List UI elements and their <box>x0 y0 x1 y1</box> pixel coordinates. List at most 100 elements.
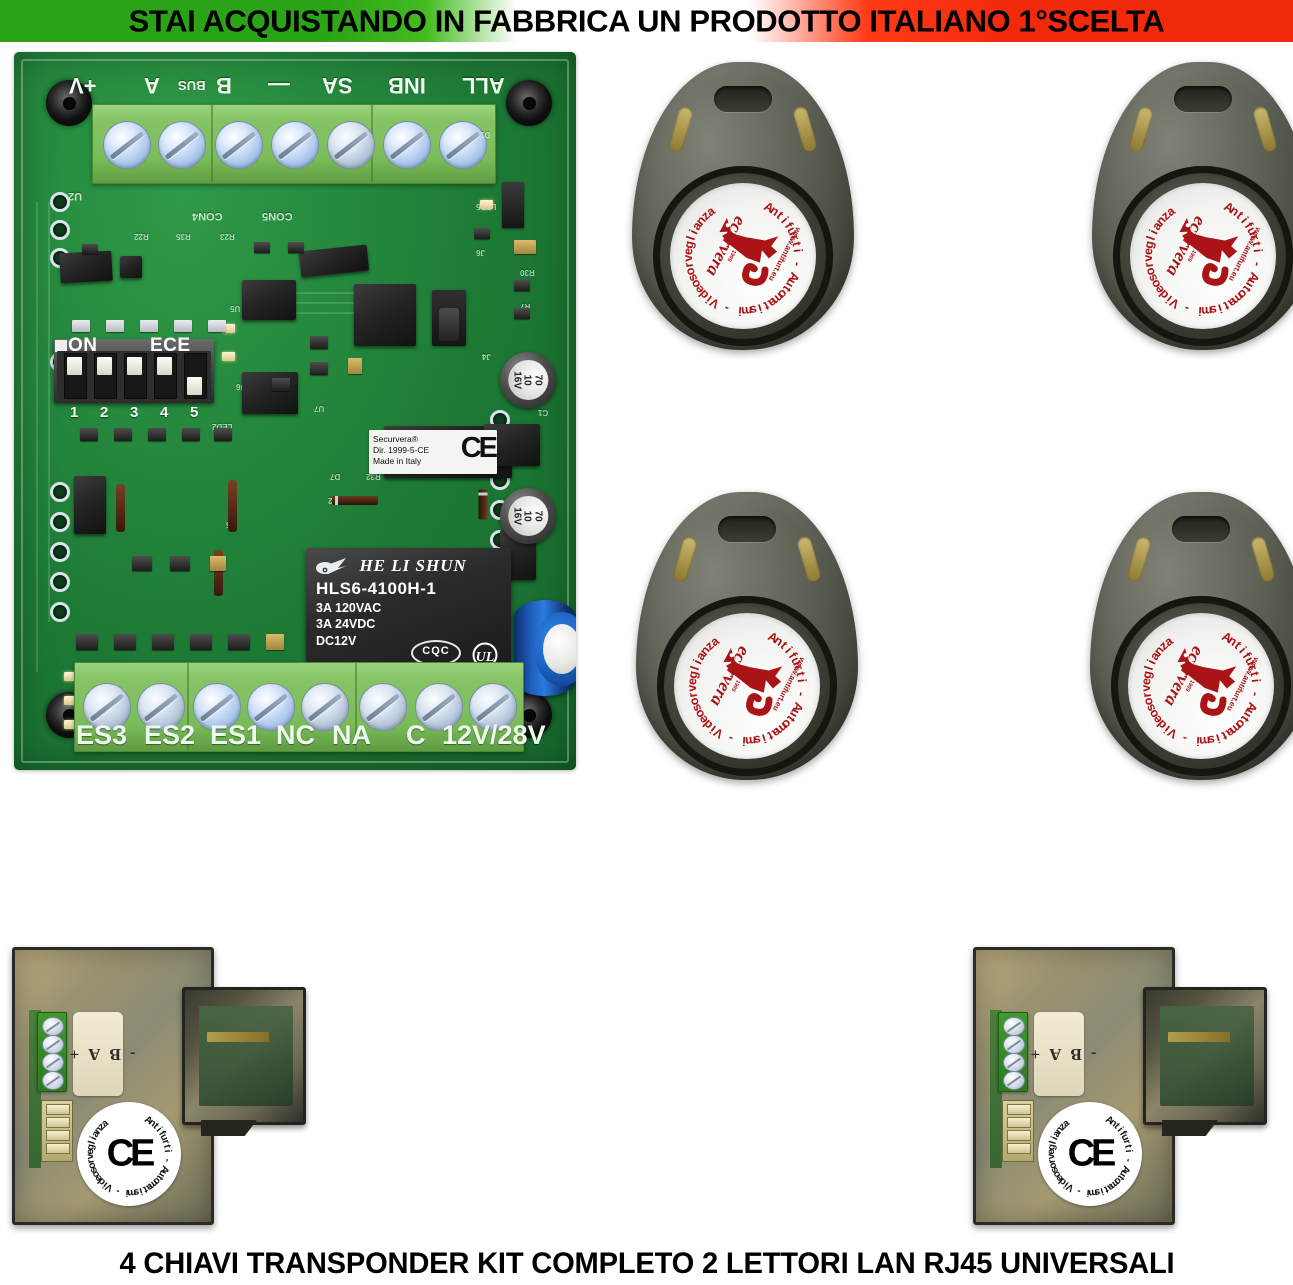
tact-switch[interactable] <box>432 290 466 346</box>
pcb-trace <box>264 312 360 314</box>
dip-switch-5[interactable] <box>184 353 207 399</box>
capacitor-c2-marking: 70 10 16V <box>507 359 549 401</box>
dip-switch-1[interactable] <box>64 353 87 399</box>
ring-text-char <box>1123 1154 1134 1157</box>
relay-spec-ac: 3A 120VAC <box>316 601 382 615</box>
terminal-screw[interactable] <box>439 121 487 169</box>
reader-dip-switch[interactable] <box>1002 1100 1034 1162</box>
smd-resistor <box>106 320 124 332</box>
rj45-latch-tab <box>201 1120 257 1136</box>
reader-dip-3[interactable] <box>46 1130 70 1141</box>
fob-keyring-hole <box>714 86 772 112</box>
product-caption-text: 4 CHIAVI TRANSPONDER KIT COMPLETO 2 LETT… <box>119 1247 1174 1280</box>
terminal-screw[interactable] <box>158 121 206 169</box>
smd-resistor <box>182 428 200 441</box>
reader-dip-2[interactable] <box>46 1117 70 1128</box>
terminal-screw[interactable] <box>271 121 319 169</box>
capacitor-face <box>534 612 576 686</box>
cap-val-2: 10 <box>521 510 533 522</box>
pcb-label-es3: ES3 <box>76 720 128 750</box>
top-terminal-block[interactable] <box>92 104 496 184</box>
pcb-silk-c1: C1 <box>538 408 549 417</box>
terminal-b: B <box>100 1045 121 1064</box>
controller-pcb: ALL INB SA — B BUS A +V U2 CON4 CON5 R22… <box>14 52 576 770</box>
rj45-plug <box>182 987 306 1136</box>
smd-resistor <box>254 242 270 253</box>
ce-mark-icon: CE <box>460 432 498 464</box>
reader-polarity-text: -BA+ <box>1022 1044 1097 1064</box>
cap-val-3: 16V <box>511 371 523 389</box>
pcb-via <box>50 192 70 212</box>
reader-dip-1[interactable] <box>1007 1104 1031 1115</box>
reader-dip-4[interactable] <box>46 1143 70 1154</box>
smd-resistor <box>288 242 304 253</box>
reader-terminal-screw[interactable] <box>42 1071 64 1090</box>
pcb-silk-r22: R22 <box>134 232 149 241</box>
ring-text-char <box>1081 1186 1086 1197</box>
dip-switch-2[interactable] <box>94 353 117 399</box>
reader-dip-switch[interactable] <box>41 1100 73 1162</box>
terminal-screw[interactable] <box>215 121 263 169</box>
terminal-minus: - <box>120 1045 136 1064</box>
ring-text-char: i <box>741 733 747 749</box>
reader-dip-4[interactable] <box>1007 1143 1031 1154</box>
pcb-label-top-a: A <box>144 73 160 98</box>
pcb-label-c: C <box>406 720 426 750</box>
pcb-via <box>50 542 70 562</box>
pcb-label-12v28v: 12V/28V <box>442 720 546 750</box>
terminal-screw[interactable] <box>383 121 431 169</box>
dip-knob <box>127 357 142 375</box>
rj45-plug <box>1143 987 1267 1136</box>
cap-val-2: 10 <box>521 374 533 386</box>
pcb-label-top-bus: BUS <box>178 78 206 93</box>
ring-text-char: - <box>1180 731 1189 746</box>
reader-terminal-screw[interactable] <box>1003 1017 1025 1036</box>
reader-dip-2[interactable] <box>1007 1117 1031 1128</box>
reader-terminal-screw[interactable] <box>42 1017 64 1036</box>
dip-switch-4[interactable] <box>154 353 177 399</box>
terminal-screw[interactable] <box>247 683 295 731</box>
pin-header-j1 <box>502 182 524 228</box>
terminal-screw[interactable] <box>469 683 517 731</box>
pcb-silk-r35: R35 <box>176 232 191 241</box>
reader-dip-1[interactable] <box>46 1104 70 1115</box>
pcb-trace <box>36 202 38 672</box>
terminal-screw[interactable] <box>83 683 131 731</box>
terminal-screw[interactable] <box>359 683 407 731</box>
pcb-silk-u2: U2 <box>68 190 83 202</box>
smd-resistor <box>514 280 530 291</box>
ring-text-char: - <box>1182 301 1191 316</box>
terminal-screw[interactable] <box>137 683 185 731</box>
terminal-screw[interactable] <box>327 121 375 169</box>
pcb-trace <box>48 202 50 622</box>
terminal-screw[interactable] <box>193 683 241 731</box>
terminal-screw[interactable] <box>415 683 463 731</box>
terminal-screw[interactable] <box>301 683 349 731</box>
smd-capacitor <box>210 556 226 571</box>
dip-number-2: 2 <box>100 404 109 421</box>
status-led-4 <box>480 200 493 209</box>
ring-text-char: m <box>740 303 753 319</box>
reader-terminal-block[interactable] <box>998 1012 1028 1092</box>
reader-terminal-screw[interactable] <box>1003 1071 1025 1090</box>
reader-terminal-block[interactable] <box>37 1012 67 1092</box>
pcb-via <box>50 482 70 502</box>
dip-switch-block[interactable]: ON ECE <box>54 335 214 403</box>
bottom-terminal-block[interactable] <box>74 662 524 752</box>
reader-dip-3[interactable] <box>1007 1130 1031 1141</box>
pcb-trace <box>264 302 360 304</box>
pcb-trace <box>264 292 360 294</box>
transistor-to252 <box>74 476 106 534</box>
dip-switch-3[interactable] <box>124 353 147 399</box>
smd-capacitor <box>348 358 362 374</box>
terminal-divider <box>187 663 189 751</box>
smd-resistor <box>272 378 290 391</box>
electrolytic-capacitor-c1: 70 10 16V <box>500 488 556 544</box>
terminal-screw[interactable] <box>103 121 151 169</box>
ring-text-char: i <box>1086 1186 1090 1199</box>
